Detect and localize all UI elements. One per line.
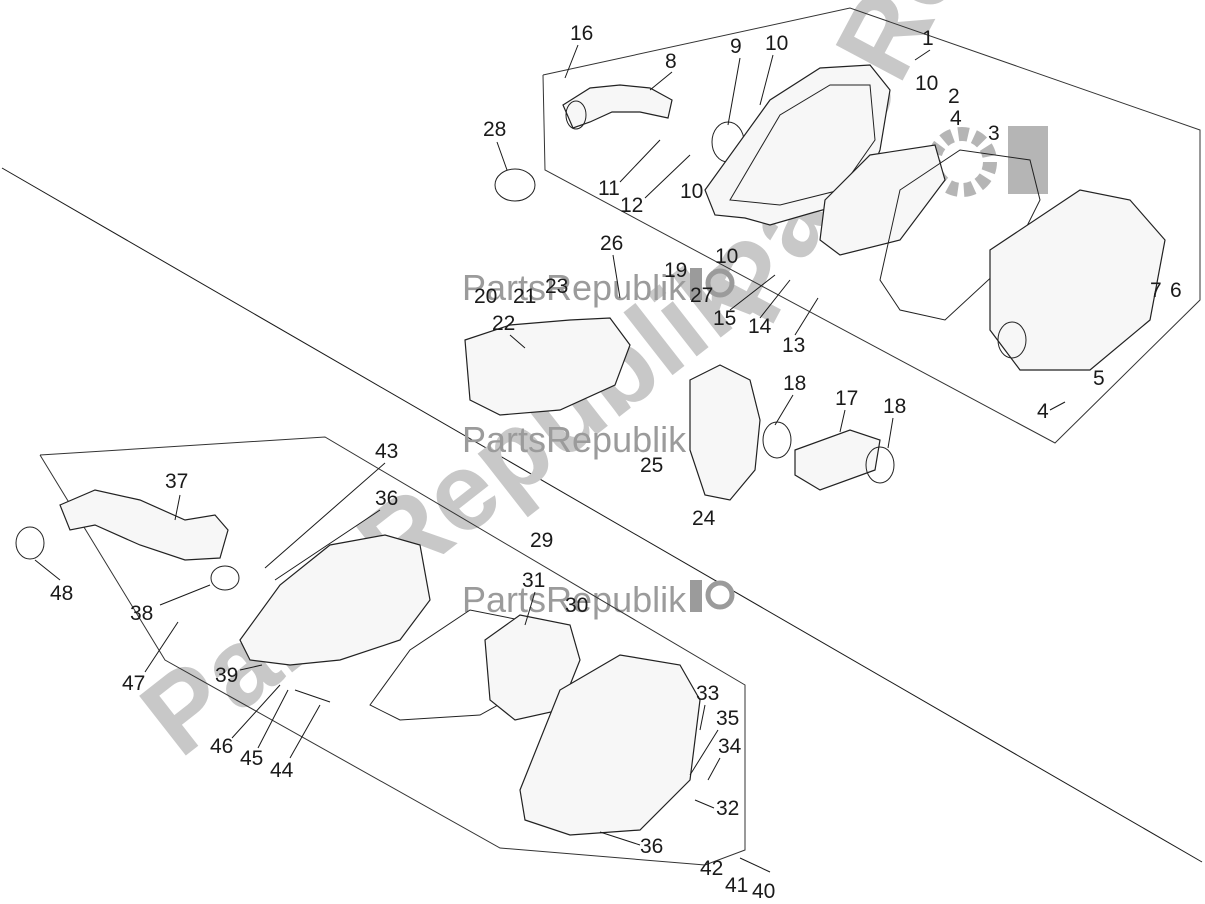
- svg-text:25: 25: [640, 454, 663, 477]
- svg-text:13: 13: [782, 334, 805, 357]
- clamp-38: [210, 565, 240, 591]
- svg-text:22: 22: [492, 312, 515, 335]
- svg-text:3: 3: [988, 122, 1000, 145]
- svg-text:10: 10: [715, 245, 738, 268]
- filter-2: [819, 144, 946, 256]
- svg-text:37: 37: [165, 470, 188, 493]
- upper-frame: [542, 7, 1201, 444]
- svg-text:15: 15: [713, 307, 736, 330]
- cover-upper: [989, 189, 1166, 371]
- svg-text:18: 18: [783, 372, 806, 395]
- cover-lower: [519, 654, 701, 836]
- clamp-48: [15, 526, 45, 560]
- svg-text:20: 20: [474, 285, 497, 308]
- svg-text:24: 24: [692, 507, 716, 530]
- svg-text:27: 27: [690, 284, 713, 307]
- svg-text:19: 19: [664, 259, 687, 282]
- svg-text:14: 14: [748, 315, 772, 338]
- watermark-small-1: PartsRepublik: [462, 267, 735, 308]
- svg-text:12: 12: [620, 194, 643, 217]
- svg-text:17: 17: [835, 387, 858, 410]
- clamp-28: [494, 168, 536, 202]
- svg-text:PartsRepublik: PartsRepublik: [462, 267, 687, 308]
- svg-text:41: 41: [725, 874, 748, 897]
- svg-text:18: 18: [883, 395, 906, 418]
- svg-text:10: 10: [915, 72, 938, 95]
- svg-text:26: 26: [600, 232, 623, 255]
- bolt-40: [739, 857, 771, 873]
- svg-text:PartsRepublik: PartsRepublik: [462, 419, 687, 460]
- svg-text:28: 28: [483, 118, 506, 141]
- resonator-24: [689, 364, 761, 501]
- svg-text:36: 36: [640, 835, 663, 858]
- svg-text:31: 31: [522, 569, 545, 592]
- svg-text:42: 42: [700, 857, 723, 880]
- watermark-small-3: PartsRepublik: [462, 579, 735, 620]
- duct-20: [464, 317, 631, 416]
- svg-text:5: 5: [1093, 367, 1105, 390]
- svg-text:46: 46: [210, 735, 233, 758]
- svg-text:10: 10: [765, 32, 788, 55]
- svg-text:35: 35: [716, 707, 739, 730]
- duct-37: [59, 489, 229, 561]
- callouts-lower: 29 30 31 32 33 34 35 36 36 37 38 39 40 4…: [34, 440, 775, 903]
- bolt-44: [294, 689, 331, 703]
- svg-text:7: 7: [1150, 279, 1162, 302]
- svg-text:36: 36: [375, 487, 398, 510]
- svg-text:43: 43: [375, 440, 398, 463]
- svg-text:11: 11: [598, 177, 620, 200]
- svg-text:32: 32: [716, 797, 739, 820]
- bellows-17: [794, 429, 881, 491]
- svg-text:1: 1: [922, 27, 934, 50]
- svg-text:38: 38: [130, 602, 153, 625]
- svg-text:45: 45: [240, 747, 263, 770]
- svg-text:6: 6: [1170, 279, 1182, 302]
- svg-text:21: 21: [513, 285, 536, 308]
- svg-text:23: 23: [545, 275, 568, 298]
- airbox-29: [239, 534, 431, 666]
- svg-text:PartsRepublik: PartsRepublik: [462, 579, 687, 620]
- svg-text:29: 29: [530, 529, 553, 552]
- svg-text:40: 40: [752, 880, 775, 903]
- svg-text:39: 39: [215, 664, 238, 687]
- svg-text:4: 4: [1037, 400, 1049, 423]
- svg-text:4: 4: [950, 107, 962, 130]
- svg-text:10: 10: [680, 180, 703, 203]
- svg-text:8: 8: [665, 50, 677, 73]
- svg-text:33: 33: [696, 682, 719, 705]
- callouts-upper: 1 2 3 4 4 5 6 7 8 9 10 10 10 10 11 12 13…: [474, 22, 1182, 530]
- svg-text:48: 48: [50, 582, 73, 605]
- svg-text:34: 34: [718, 735, 742, 758]
- intake-duct-8: [562, 84, 673, 129]
- divider-line: [1, 167, 1203, 863]
- svg-text:16: 16: [570, 22, 593, 45]
- svg-text:9: 9: [730, 35, 742, 58]
- lower-frame: [39, 436, 746, 866]
- svg-text:47: 47: [122, 672, 145, 695]
- svg-text:2: 2: [948, 85, 960, 108]
- svg-text:30: 30: [565, 594, 588, 617]
- svg-text:44: 44: [270, 759, 294, 782]
